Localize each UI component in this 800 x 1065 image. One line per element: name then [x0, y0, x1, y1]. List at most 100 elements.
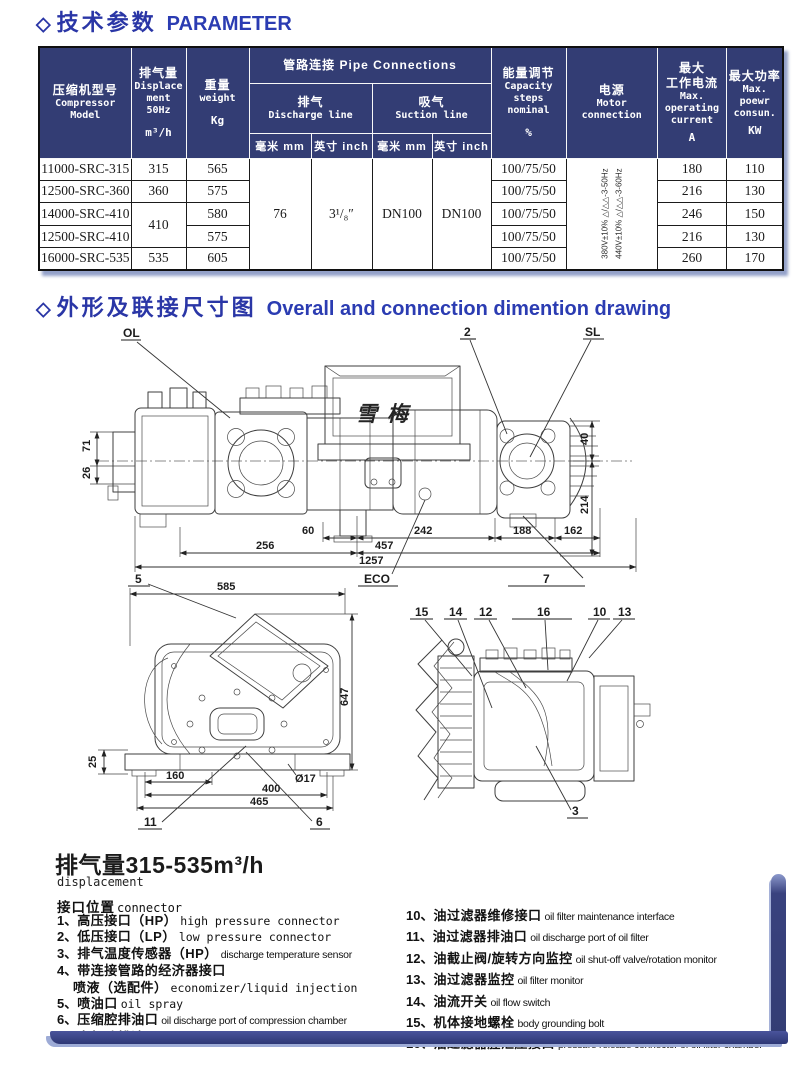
- item-en: oil discharge port of oil filter: [530, 932, 649, 945]
- table-row: 16000-SRC-535 535 605 100/75/50 260 170: [38, 247, 784, 270]
- header-capacity: 能量调节 Capacity steps nominal %: [490, 46, 567, 159]
- header-power-unit: KW: [748, 123, 762, 137]
- dim-40: 40: [579, 433, 591, 445]
- dim-26: 26: [81, 467, 93, 479]
- label-10: 10: [593, 605, 607, 619]
- label-6: 6: [316, 815, 323, 829]
- item-zh: 低压接口（LP）: [77, 929, 176, 945]
- connector-heading-zh: 接口位置: [57, 900, 115, 915]
- td-power: 130: [725, 179, 784, 203]
- header-current: 最大 工作电流 Max. operating current A: [656, 46, 727, 159]
- td-power: 130: [725, 225, 784, 248]
- header-discharge-en: Discharge line: [268, 109, 353, 121]
- label-16: 16: [537, 605, 551, 619]
- header-model-en: Compressor Model: [55, 98, 116, 122]
- header-current-unit: A: [688, 131, 696, 145]
- td-motor-connection: 380V±10% △/△△-3-50Hz 440V±10% △/△△-3-60H…: [565, 157, 658, 270]
- td-model: 12500-SRC-360: [38, 179, 132, 203]
- header-discharge-inch-label: 英寸 inch: [314, 140, 369, 153]
- drawing-side-view: 雪梅 OL: [81, 326, 637, 619]
- dim-160: 160: [166, 770, 184, 782]
- label-5: 5: [135, 572, 142, 586]
- header-discharge-mm-label: 毫米 mm: [255, 140, 305, 153]
- item-zh: 油截止阀/旋转方向监控: [433, 950, 573, 966]
- dim-242: 242: [414, 525, 432, 537]
- dimension-drawing: 雪梅 OL: [81, 326, 651, 830]
- td-suction-mm: DN100: [371, 157, 433, 270]
- drawing-end-view: 585: [87, 581, 358, 830]
- dim-188: 188: [513, 525, 531, 537]
- td-model: 12500-SRC-410: [38, 225, 132, 248]
- item-num: 12、: [406, 950, 434, 966]
- header-power: 最大功率 Max. poewr consun. KW: [725, 46, 784, 159]
- item-en: oil flow switch: [490, 996, 551, 1009]
- td-capacity: 100/75/50: [490, 201, 567, 226]
- item-num: 11、: [406, 929, 433, 945]
- item-en: economizer/liquid injection: [170, 980, 358, 995]
- item-zh: 机体接地螺栓: [433, 1015, 515, 1031]
- header-suction-inch: 英寸 inch: [431, 132, 492, 159]
- header-capacity-zh: 能量调节: [502, 66, 555, 81]
- td-weight: 575: [185, 179, 250, 203]
- item-en: oil spray: [120, 997, 184, 1012]
- item-zh: 喷液（选配件）: [73, 979, 168, 995]
- brand-logo: 雪梅: [356, 402, 418, 426]
- header-motor: 电源 Motor connection: [565, 46, 658, 159]
- header-motor-en: Motor connection: [581, 98, 642, 122]
- item-zh: 油过滤器维修接口: [433, 908, 542, 923]
- dim-256: 256: [256, 540, 274, 552]
- page-frame-bottom-bar: [50, 1031, 788, 1044]
- label-7: 7: [543, 572, 550, 586]
- connector-item: 1、高压接口（HP）high pressure connector: [57, 913, 407, 929]
- td-capacity: 100/75/50: [490, 247, 567, 270]
- section2-title-en: Overall and connection dimention drawing: [266, 298, 672, 320]
- td-model: 16000-SRC-535: [38, 247, 132, 270]
- item-num: 4、: [57, 963, 78, 979]
- td-disp: 535: [130, 247, 187, 270]
- item-zh: 喷油口: [77, 996, 118, 1012]
- td-power: 150: [725, 201, 784, 226]
- connector-item: 喷液（选配件）economizer/liquid injection: [57, 980, 407, 996]
- connector-blocks: [485, 647, 571, 660]
- item-zh: 带连接管路的经济器接口: [77, 963, 226, 979]
- header-discharge-zh: 排气: [297, 94, 324, 109]
- item-num: 1、: [57, 913, 78, 928]
- header-displacement-unit: m³/h: [145, 126, 172, 140]
- header-discharge-inch: 英寸 inch: [310, 132, 373, 159]
- item-zh: 高压接口（HP）: [77, 913, 178, 928]
- header-motor-zh: 电源: [598, 83, 625, 98]
- diamond-icon: ◇: [36, 14, 51, 35]
- header-weight-en: weight: [199, 93, 236, 105]
- label-3: 3: [572, 804, 579, 818]
- motor-connection-line2: 440V±10% △/△△-3-60Hz: [613, 168, 623, 259]
- td-current: 216: [656, 179, 727, 203]
- td-current: 260: [656, 247, 727, 270]
- td-current: 246: [656, 201, 727, 226]
- label-12: 12: [479, 605, 493, 619]
- item-zh: 压缩腔排油口: [77, 1012, 159, 1028]
- td-power: 170: [725, 247, 784, 270]
- connector-item: 4、带连接管路的经济器接口: [57, 963, 407, 979]
- item-num: 15、: [406, 1015, 434, 1031]
- connector-item: 2、低压接口（LP）low pressure connector: [57, 929, 407, 945]
- item-en: high pressure connector: [180, 914, 340, 928]
- header-weight-unit: Kg: [210, 114, 225, 128]
- label-14: 14: [449, 605, 463, 619]
- header-suction-mm: 毫米 mm: [371, 132, 433, 159]
- td-capacity: 100/75/50: [490, 179, 567, 203]
- header-displacement-zh: 排气量: [138, 66, 178, 81]
- header-capacity-en: Capacity steps nominal: [504, 81, 553, 117]
- item-zh: 排气温度传感器（HP）: [77, 945, 218, 961]
- connector-list-left: 1、高压接口（HP）high pressure connector 2、低压接口…: [57, 913, 407, 1047]
- td-weight: 580: [185, 201, 250, 226]
- label-15: 15: [415, 605, 429, 619]
- dim-647: 647: [339, 688, 351, 706]
- header-model-zh: 压缩机型号: [52, 83, 118, 98]
- dim-162: 162: [564, 525, 582, 537]
- item-en: discharge temperature sensor: [220, 948, 352, 961]
